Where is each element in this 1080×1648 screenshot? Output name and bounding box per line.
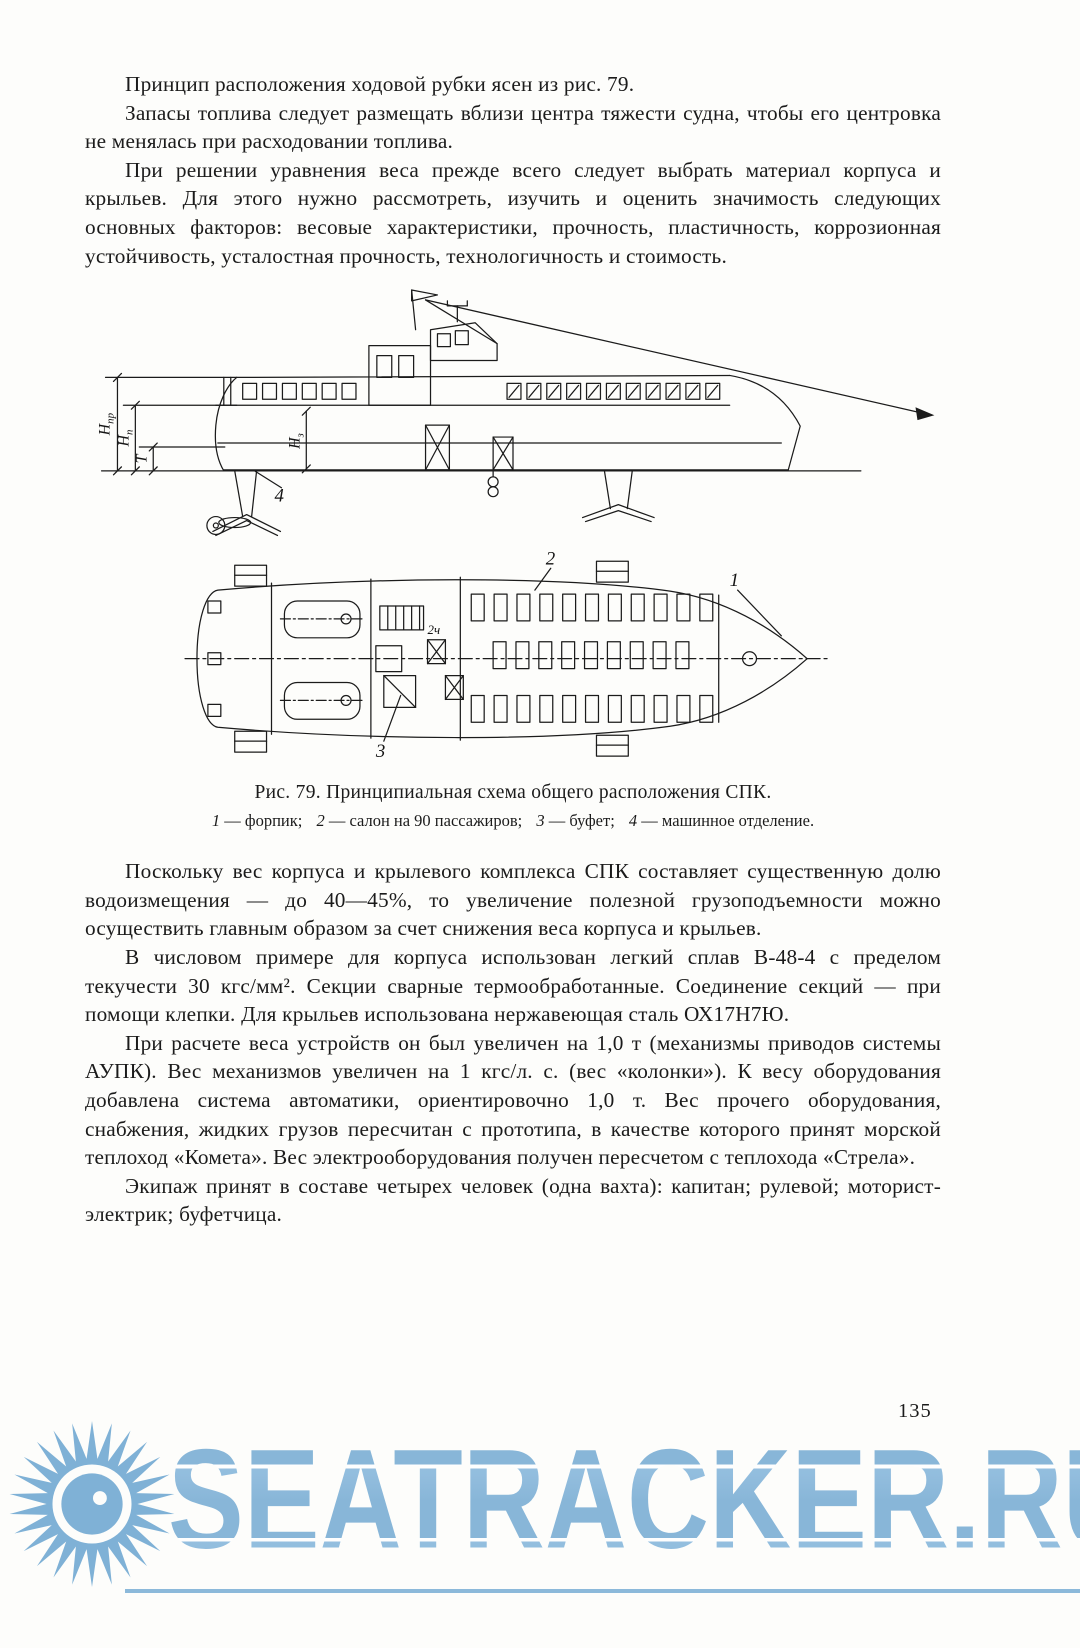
callout-1: 1 xyxy=(730,570,739,591)
figure-legend: 1 — форпик; 2 — салон на 90 пассажиров; … xyxy=(85,811,941,831)
side-view: Нпр Нп Т xyxy=(97,289,935,537)
figure-caption: Рис. 79. Принципиальная схема общего рас… xyxy=(254,782,772,804)
legend-item: 3 — буфет; xyxy=(536,811,615,831)
callout-2: 2 xyxy=(546,548,556,569)
dim-label-t: Т xyxy=(133,454,150,464)
hydrofoil-diagram: Нпр Нп Т xyxy=(97,289,935,762)
dim-label-hpr: Нпр xyxy=(97,413,117,437)
paragraph: При расчете веса устройств он был увелич… xyxy=(85,1030,941,1170)
dim-label-hz: Нз xyxy=(286,433,306,450)
watermark-rule xyxy=(125,1589,1080,1593)
sun-logo-icon xyxy=(9,1420,175,1588)
paragraph: В числовом примере для корпуса использов… xyxy=(85,944,941,1027)
legend-item: 1 — форпик; xyxy=(211,811,303,831)
paragraph: Поскольку вес корпуса и крылевого компле… xyxy=(85,859,941,941)
legend-item: 2 — салон на 90 пассажиров; xyxy=(316,811,523,831)
page-number: 135 xyxy=(898,1400,932,1422)
legend-item: 4 — машинное отделение. xyxy=(628,811,815,831)
paragraph: Принцип расположения ходовой рубки ясен … xyxy=(125,72,635,96)
paragraph: Запасы топлива следует размещать вблизи … xyxy=(85,100,941,154)
paragraph: При решении уравнения веса прежде всего … xyxy=(85,157,941,268)
callout-3: 3 xyxy=(375,741,385,762)
plan-view: 2ч xyxy=(184,548,830,762)
callout-mid: 2ч xyxy=(428,622,441,637)
callout-4: 4 xyxy=(274,486,284,507)
page-content: Принцип расположения ходовой рубки ясен … xyxy=(85,70,941,1229)
figure-79: Нпр Нп Т xyxy=(85,286,941,831)
watermark-text: SEATRACKER.RU xyxy=(168,1428,1080,1570)
paragraph: Экипаж принят в составе четырех человек … xyxy=(85,1173,941,1227)
dim-label-hp: Нп xyxy=(115,430,135,448)
watermark: SEATRACKER.RU xyxy=(0,1418,1080,1598)
